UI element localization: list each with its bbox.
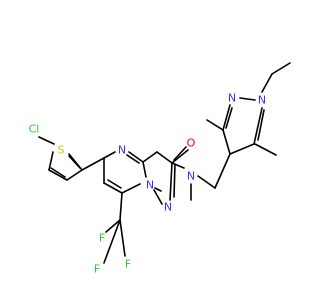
bond-19: [154, 187, 162, 192]
bond-41: [261, 73, 273, 93]
bond-42: [271, 62, 291, 75]
bond-10: [142, 161, 147, 178]
atom-label-fluorine-1: F: [99, 232, 105, 245]
atom-label-chlorine: Cl: [29, 123, 40, 136]
bond-13: [103, 182, 123, 194]
bond-22: [119, 192, 123, 221]
atom-label-amide-nitrogen: N: [187, 170, 195, 183]
atom-label-ring-nitrogen: N: [118, 144, 126, 157]
atom-label-fluorine-3: F: [125, 258, 131, 271]
atom-label-pyrazole-nitrogen: N: [164, 201, 172, 214]
atom-label-oxygen: O: [187, 137, 196, 150]
bond-40: [225, 107, 233, 129]
bond-38: [206, 119, 224, 131]
bond-2: [48, 169, 68, 181]
bond-32: [222, 129, 231, 155]
bond-31: [214, 153, 231, 189]
bond-20: [173, 163, 176, 198]
bond-24: [103, 219, 121, 264]
bond-0: [38, 136, 55, 145]
bond-5: [50, 167, 66, 178]
bond-21: [153, 189, 163, 205]
bond-29: [197, 175, 216, 189]
bond-39: [257, 109, 265, 141]
bond-33: [229, 143, 255, 155]
atom-label-fluorine-2: F: [94, 263, 100, 276]
bond-14: [121, 183, 141, 194]
bond-layer: [38, 62, 291, 264]
molecule-diagram: Cl S N N N O N N N F F F: [29, 62, 291, 276]
bond-26: [171, 149, 189, 164]
atom-label-layer: Cl S N N N O N N N F F F: [29, 92, 266, 276]
bond-3: [66, 169, 83, 181]
bond-25: [119, 219, 126, 257]
atom-label-pyrazole-n1: N: [258, 94, 266, 107]
bond-37: [254, 143, 277, 156]
atom-label-sulfur: S: [58, 144, 65, 157]
bond-36: [239, 97, 256, 101]
bond-11: [142, 151, 158, 163]
bond-18: [169, 162, 173, 201]
bond-6: [68, 155, 81, 169]
bond-35: [253, 107, 263, 145]
bond-7: [81, 157, 105, 171]
atom-label-fused-nitrogen: N: [146, 179, 154, 192]
bond-27: [171, 162, 185, 169]
bond-8: [103, 151, 116, 159]
bond-15: [107, 179, 122, 189]
bond-34: [222, 104, 231, 131]
atom-label-pyrazole-n2: N: [228, 92, 236, 105]
bond-16: [126, 154, 140, 164]
bond-23: [105, 219, 121, 233]
bond-1: [48, 151, 54, 171]
bond-9: [128, 151, 144, 163]
bond-28: [173, 146, 187, 161]
bond-17: [156, 151, 173, 164]
